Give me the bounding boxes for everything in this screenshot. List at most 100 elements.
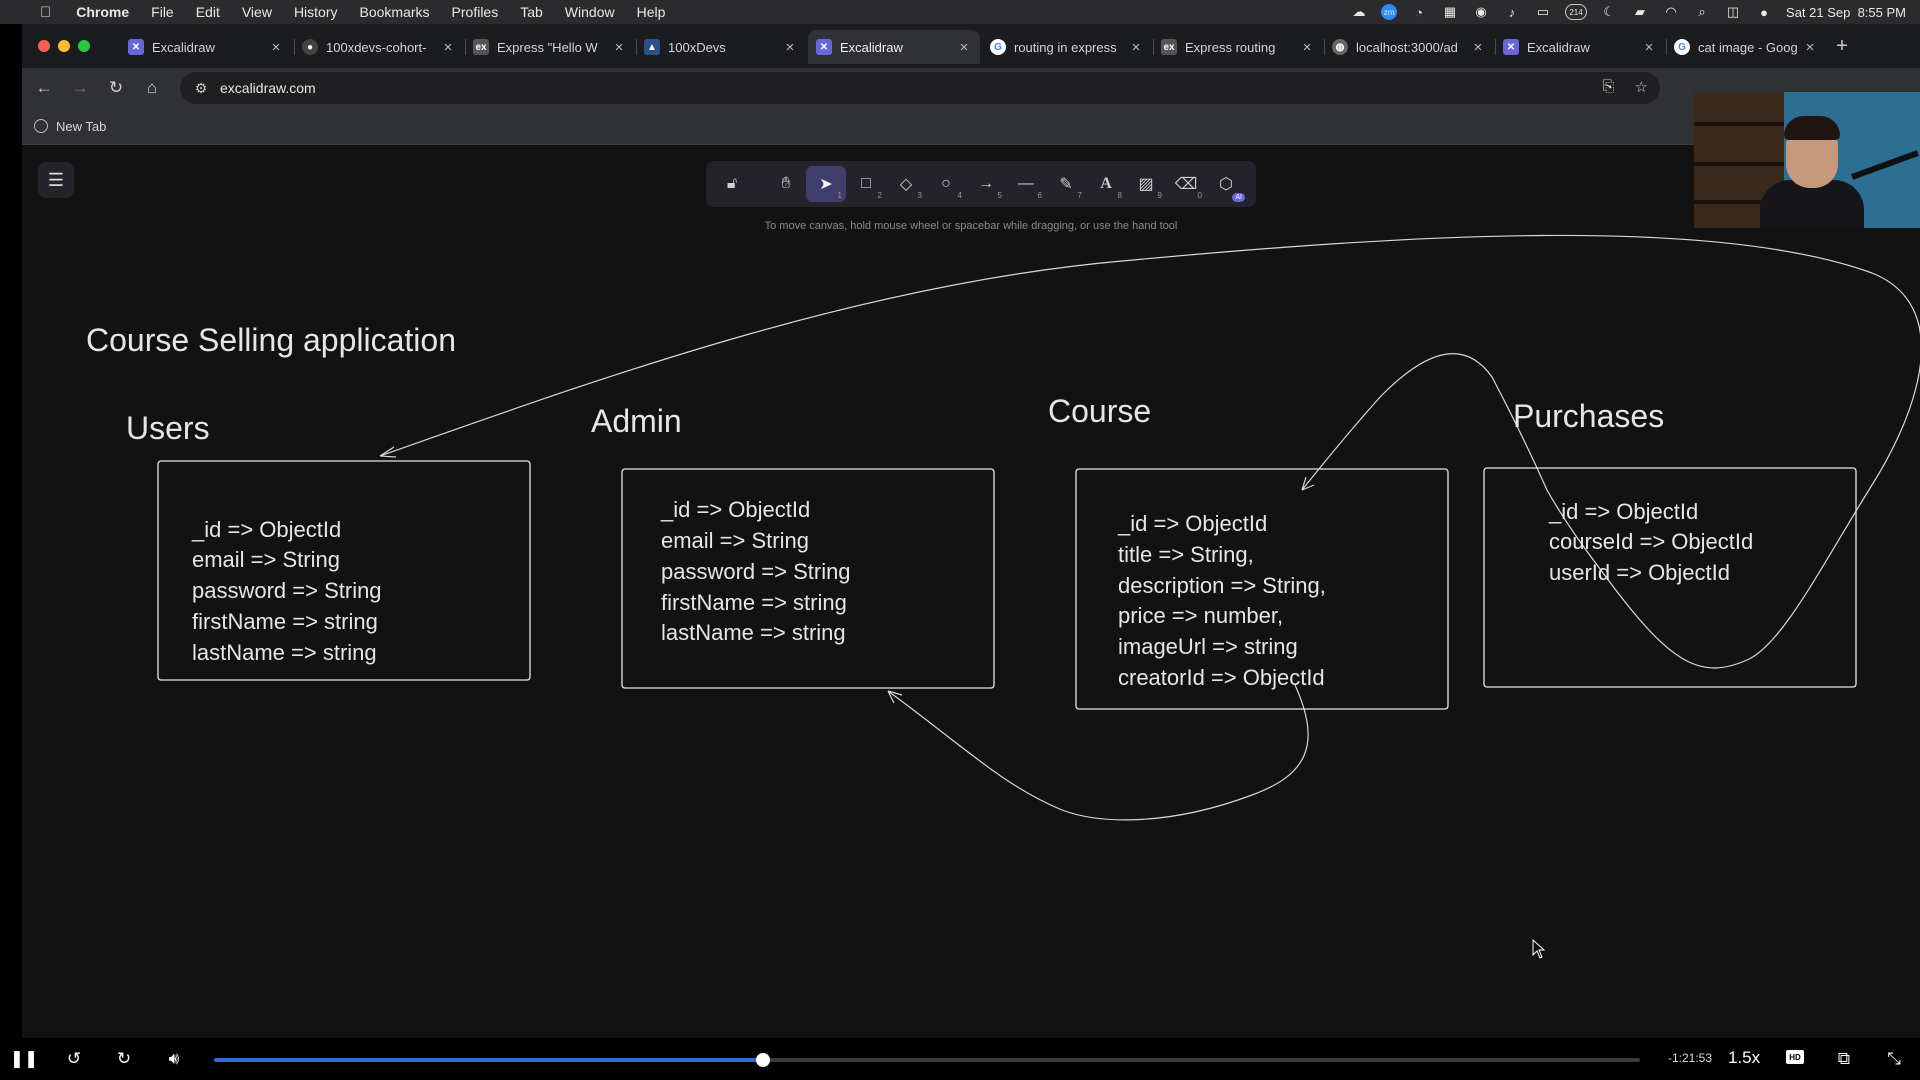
entity-field[interactable]: lastName => string — [192, 640, 377, 665]
tab-100xdevs[interactable]: ▲ 100xDevs × — [636, 30, 806, 64]
forward-skip-icon[interactable]: ↻ — [116, 1049, 132, 1068]
tab-excalidraw-active[interactable]: ✕ Excalidraw × — [808, 30, 980, 64]
grid-icon[interactable]: ▦ — [1443, 4, 1457, 19]
apple-icon[interactable]:  — [0, 4, 65, 21]
tab-cat-image[interactable]: G cat image - Goog × — [1666, 30, 1826, 64]
close-icon[interactable]: × — [443, 38, 453, 56]
battery-icon[interactable]: ▰ — [1635, 4, 1646, 19]
menu-profiles[interactable]: Profiles — [440, 4, 499, 20]
menu-history[interactable]: History — [282, 4, 338, 20]
bookmark-star-icon[interactable]: ☆ — [1634, 79, 1648, 96]
menu-help[interactable]: Help — [625, 4, 666, 20]
back-icon[interactable]: ← — [35, 78, 53, 97]
entity-field[interactable]: description => String, — [1118, 573, 1326, 598]
entity-field[interactable]: firstName => string — [661, 590, 847, 615]
window-zoom-button[interactable] — [78, 40, 90, 52]
selection-tool[interactable]: ➤1 — [806, 166, 846, 202]
entity-field[interactable]: password => String — [661, 559, 851, 584]
address-url[interactable]: excalidraw.com — [220, 80, 316, 96]
entity-box[interactable] — [157, 460, 531, 681]
close-icon[interactable]: × — [1131, 38, 1141, 56]
tab-localhost[interactable]: ◍ localhost:3000/ad × — [1324, 30, 1494, 64]
rectangle-tool[interactable]: □2 — [846, 166, 886, 202]
extra-tools-button[interactable]: ⬡AI — [1206, 166, 1246, 202]
video-progress-bar[interactable] — [214, 1053, 1640, 1067]
arrow-course-to-admin[interactable] — [887, 684, 1309, 821]
wifi-icon[interactable]: ◠ — [1665, 4, 1677, 19]
tab-github[interactable]: ● 100xdevs-cohort- × — [294, 30, 464, 64]
entity-field[interactable]: title => String, — [1118, 542, 1254, 567]
bell-icon[interactable]: ♪ — [1508, 4, 1516, 20]
entity-box[interactable] — [1483, 467, 1857, 688]
hd-quality-icon[interactable]: HD — [1786, 1050, 1804, 1064]
search-icon[interactable]: ⌕ — [1698, 4, 1706, 19]
tab-excalidraw-3[interactable]: ✕ Excalidraw × — [1495, 30, 1665, 64]
close-icon[interactable]: × — [1805, 38, 1815, 56]
picture-in-picture-icon[interactable]: ⧉ — [1837, 1049, 1851, 1068]
window-close-button[interactable] — [38, 40, 50, 52]
entity-field[interactable]: userId => ObjectId — [1549, 560, 1730, 585]
draw-tool[interactable]: ✎7 — [1046, 166, 1086, 202]
entity-field[interactable]: _id => ObjectId — [1117, 511, 1267, 536]
window-minimize-button[interactable] — [58, 40, 70, 52]
volume-icon[interactable]: 🔊︎ — [168, 1049, 180, 1068]
entity-title[interactable]: Users — [126, 410, 210, 446]
entity-box[interactable] — [1075, 468, 1449, 710]
address-bar[interactable]: ⚙ excalidraw.com ⎘ ☆ — [180, 72, 1660, 104]
reload-icon[interactable]: ↻ — [108, 78, 124, 97]
eraser-tool[interactable]: ⌫0 — [1166, 166, 1206, 202]
menu-bookmarks[interactable]: Bookmarks — [348, 4, 430, 20]
entity-field[interactable]: imageUrl => string — [1118, 634, 1298, 659]
close-icon[interactable]: × — [1644, 38, 1654, 56]
entity-field[interactable]: email => String — [661, 528, 809, 553]
excalidraw-canvas[interactable]: Course Selling application Users _id => … — [22, 145, 1920, 1038]
close-icon[interactable]: × — [271, 38, 281, 56]
arrow-tool[interactable]: →5 — [966, 166, 1006, 202]
diagram-drawing[interactable]: Course Selling application Users _id => … — [22, 145, 1920, 1038]
display-icon[interactable]: ▭ — [1536, 4, 1550, 19]
entity-title[interactable]: Purchases — [1513, 398, 1664, 434]
close-icon[interactable]: × — [959, 38, 969, 56]
menu-tab[interactable]: Tab — [508, 4, 543, 20]
entity-users[interactable]: Users _id => ObjectId email => String pa… — [126, 410, 531, 681]
ellipse-tool[interactable]: ○4 — [926, 166, 966, 202]
control-center-icon[interactable]: ◫ — [1726, 4, 1740, 19]
entity-course[interactable]: Course _id => ObjectId title => String, … — [1048, 393, 1449, 710]
tab-express-routing[interactable]: ex Express routing × — [1153, 30, 1323, 64]
entity-purchases[interactable]: Purchases _id => ObjectId courseId => Ob… — [1483, 398, 1857, 688]
entity-admin[interactable]: Admin _id => ObjectId email => String pa… — [591, 403, 995, 689]
entity-field[interactable]: courseId => ObjectId — [1549, 529, 1753, 554]
menu-window[interactable]: Window — [553, 4, 615, 20]
hand-tool[interactable]: ✋︎ — [766, 166, 806, 202]
datetime[interactable]: Sat 21 Sep 8:55 PM — [1786, 4, 1906, 20]
diagram-title[interactable]: Course Selling application — [86, 322, 456, 358]
tab-google-routing[interactable]: G routing in express × — [982, 30, 1152, 64]
entity-box[interactable] — [621, 468, 995, 689]
entity-field[interactable]: password => String — [192, 578, 382, 603]
cloud-sync-icon[interactable]: ☁ — [1352, 4, 1366, 19]
rewind-icon[interactable]: ↺ — [66, 1049, 82, 1068]
entity-field[interactable]: _id => ObjectId — [191, 517, 341, 542]
pause-icon[interactable]: ❚❚ — [9, 1049, 39, 1068]
tab-excalidraw-1[interactable]: ✕ Excalidraw × — [120, 30, 292, 64]
close-icon[interactable]: × — [614, 38, 624, 56]
entity-title[interactable]: Course — [1048, 393, 1151, 429]
image-tool[interactable]: ▨9 — [1126, 166, 1166, 202]
zoom-icon[interactable]: zm — [1381, 4, 1398, 20]
main-menu-button[interactable]: ☰ — [38, 162, 74, 198]
moon-icon[interactable]: ☾ — [1603, 4, 1615, 19]
menu-file[interactable]: File — [139, 4, 174, 20]
close-icon[interactable]: × — [1302, 38, 1312, 56]
menu-edit[interactable]: Edit — [184, 4, 220, 20]
new-tab-button[interactable]: + — [1836, 35, 1848, 57]
entity-field[interactable]: lastName => string — [661, 620, 846, 645]
siri-icon[interactable]: ● — [1760, 4, 1768, 20]
entity-title[interactable]: Admin — [591, 403, 682, 439]
tab-express-hello[interactable]: ex Express "Hello W × — [465, 30, 635, 64]
close-icon[interactable]: × — [1473, 38, 1483, 56]
playback-speed-button[interactable]: 1.5x — [1728, 1048, 1761, 1067]
entity-field[interactable]: firstName => string — [192, 609, 378, 634]
exit-fullscreen-icon[interactable]: ⤡ — [1887, 1049, 1901, 1068]
arrow-purchases-to-users[interactable] — [379, 234, 1920, 669]
